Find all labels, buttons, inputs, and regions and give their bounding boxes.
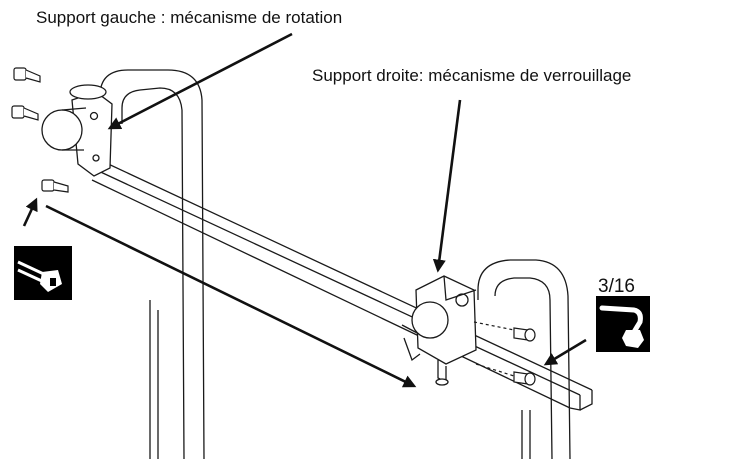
left-frame-tube <box>99 69 205 460</box>
right-frame-tube <box>477 259 571 460</box>
hex-key-tip-icon <box>14 246 72 300</box>
wrench-size-label: 3/16 <box>598 276 635 297</box>
right-support-label: Support droite: mécanisme de verrouillag… <box>312 66 632 85</box>
wrench-arrow <box>543 338 587 366</box>
right-screws <box>473 321 536 386</box>
allen-key-icon <box>596 296 650 352</box>
screw-arrow <box>22 197 38 227</box>
right-bracket <box>403 275 477 386</box>
left-support-label: Support gauche : mécanisme de rotation <box>36 8 343 27</box>
left-support-arrow <box>107 32 293 130</box>
crossbar-arrow <box>45 204 417 388</box>
right-support-arrow <box>432 99 462 273</box>
callout-arrows <box>22 32 587 388</box>
left-bracket <box>41 84 113 177</box>
left-screws <box>11 67 69 193</box>
